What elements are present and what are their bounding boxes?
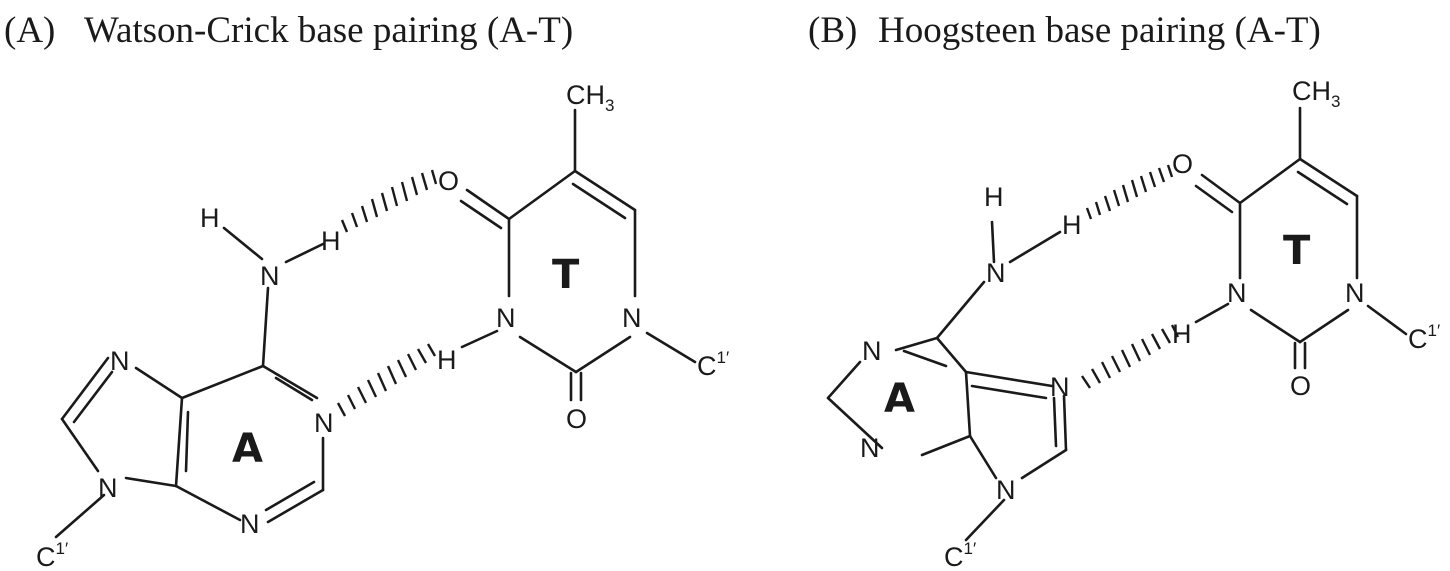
- adenine-base-label: A: [232, 426, 263, 472]
- panel-b-label: (B): [808, 10, 857, 51]
- panel-b-title: Hoogsteen base pairing (A-T): [878, 10, 1321, 51]
- thymine-n1: N: [622, 303, 642, 333]
- thymine-methyl-b: CH3: [1292, 76, 1340, 111]
- panel-a-label: (A): [4, 10, 55, 51]
- adenine-n3-b: N: [860, 433, 880, 463]
- thymine-n3-b: N: [1227, 278, 1247, 308]
- thymine-methyl: CH3: [566, 80, 614, 115]
- adenine-amino-h1-b: H: [984, 182, 1004, 212]
- adenine-n7: N: [110, 346, 130, 376]
- thymine-c1-prime-b: C1′: [1408, 321, 1440, 354]
- adenine-amino-h1: H: [200, 203, 220, 233]
- panel-b-atoms: CH3 O N N O C1′ H T H H N N N N N C1′ A: [860, 76, 1440, 571]
- adenine-n6-b: N: [986, 258, 1006, 288]
- thymine-n3-hydrogen: H: [437, 345, 457, 375]
- adenine-n9: N: [98, 473, 118, 503]
- adenine-amino-h2: H: [321, 226, 341, 256]
- adenine-base-label-b: A: [884, 376, 915, 422]
- adenine-n3: N: [240, 509, 260, 539]
- panel-a-atoms: CH3 O N N O C1′ H T H H N N N N N C1′ A: [36, 80, 729, 571]
- panel-a-hydrogen-bonds: [336, 169, 438, 417]
- adenine-amino-h2-b: H: [1062, 210, 1082, 240]
- thymine-o4: O: [438, 166, 459, 196]
- thymine-base-label: T: [552, 252, 580, 298]
- adenine-n7-b: N: [1050, 372, 1070, 402]
- panel-b-bonds: [826, 106, 1408, 542]
- thymine-o2-b: O: [1290, 371, 1311, 401]
- adenine-c1-prime-b: C1′: [944, 539, 976, 571]
- adenine-n9-b: N: [996, 475, 1016, 505]
- thymine-n3-hydrogen-b: H: [1172, 319, 1192, 349]
- thymine-n3: N: [496, 303, 516, 333]
- panel-hoogsteen: (B) Hoogsteen base pairing (A-T): [808, 10, 1440, 571]
- thymine-c1-prime: C1′: [697, 348, 729, 381]
- adenine-n1: N: [314, 408, 334, 438]
- thymine-n1-b: N: [1345, 278, 1365, 308]
- adenine-n1-b: N: [862, 336, 882, 366]
- panel-a-bonds: [54, 108, 697, 539]
- thymine-base-label-b: T: [1283, 228, 1311, 274]
- panel-b-hydrogen-bonds: [1081, 164, 1180, 389]
- panel-watson-crick: (A) Watson-Crick base pairing (A-T): [4, 10, 729, 571]
- panel-a-title: Watson-Crick base pairing (A-T): [84, 10, 573, 51]
- thymine-o4-b: O: [1172, 149, 1193, 179]
- thymine-o2: O: [566, 404, 587, 434]
- adenine-c1-prime: C1′: [36, 539, 68, 571]
- adenine-n6: N: [260, 261, 280, 291]
